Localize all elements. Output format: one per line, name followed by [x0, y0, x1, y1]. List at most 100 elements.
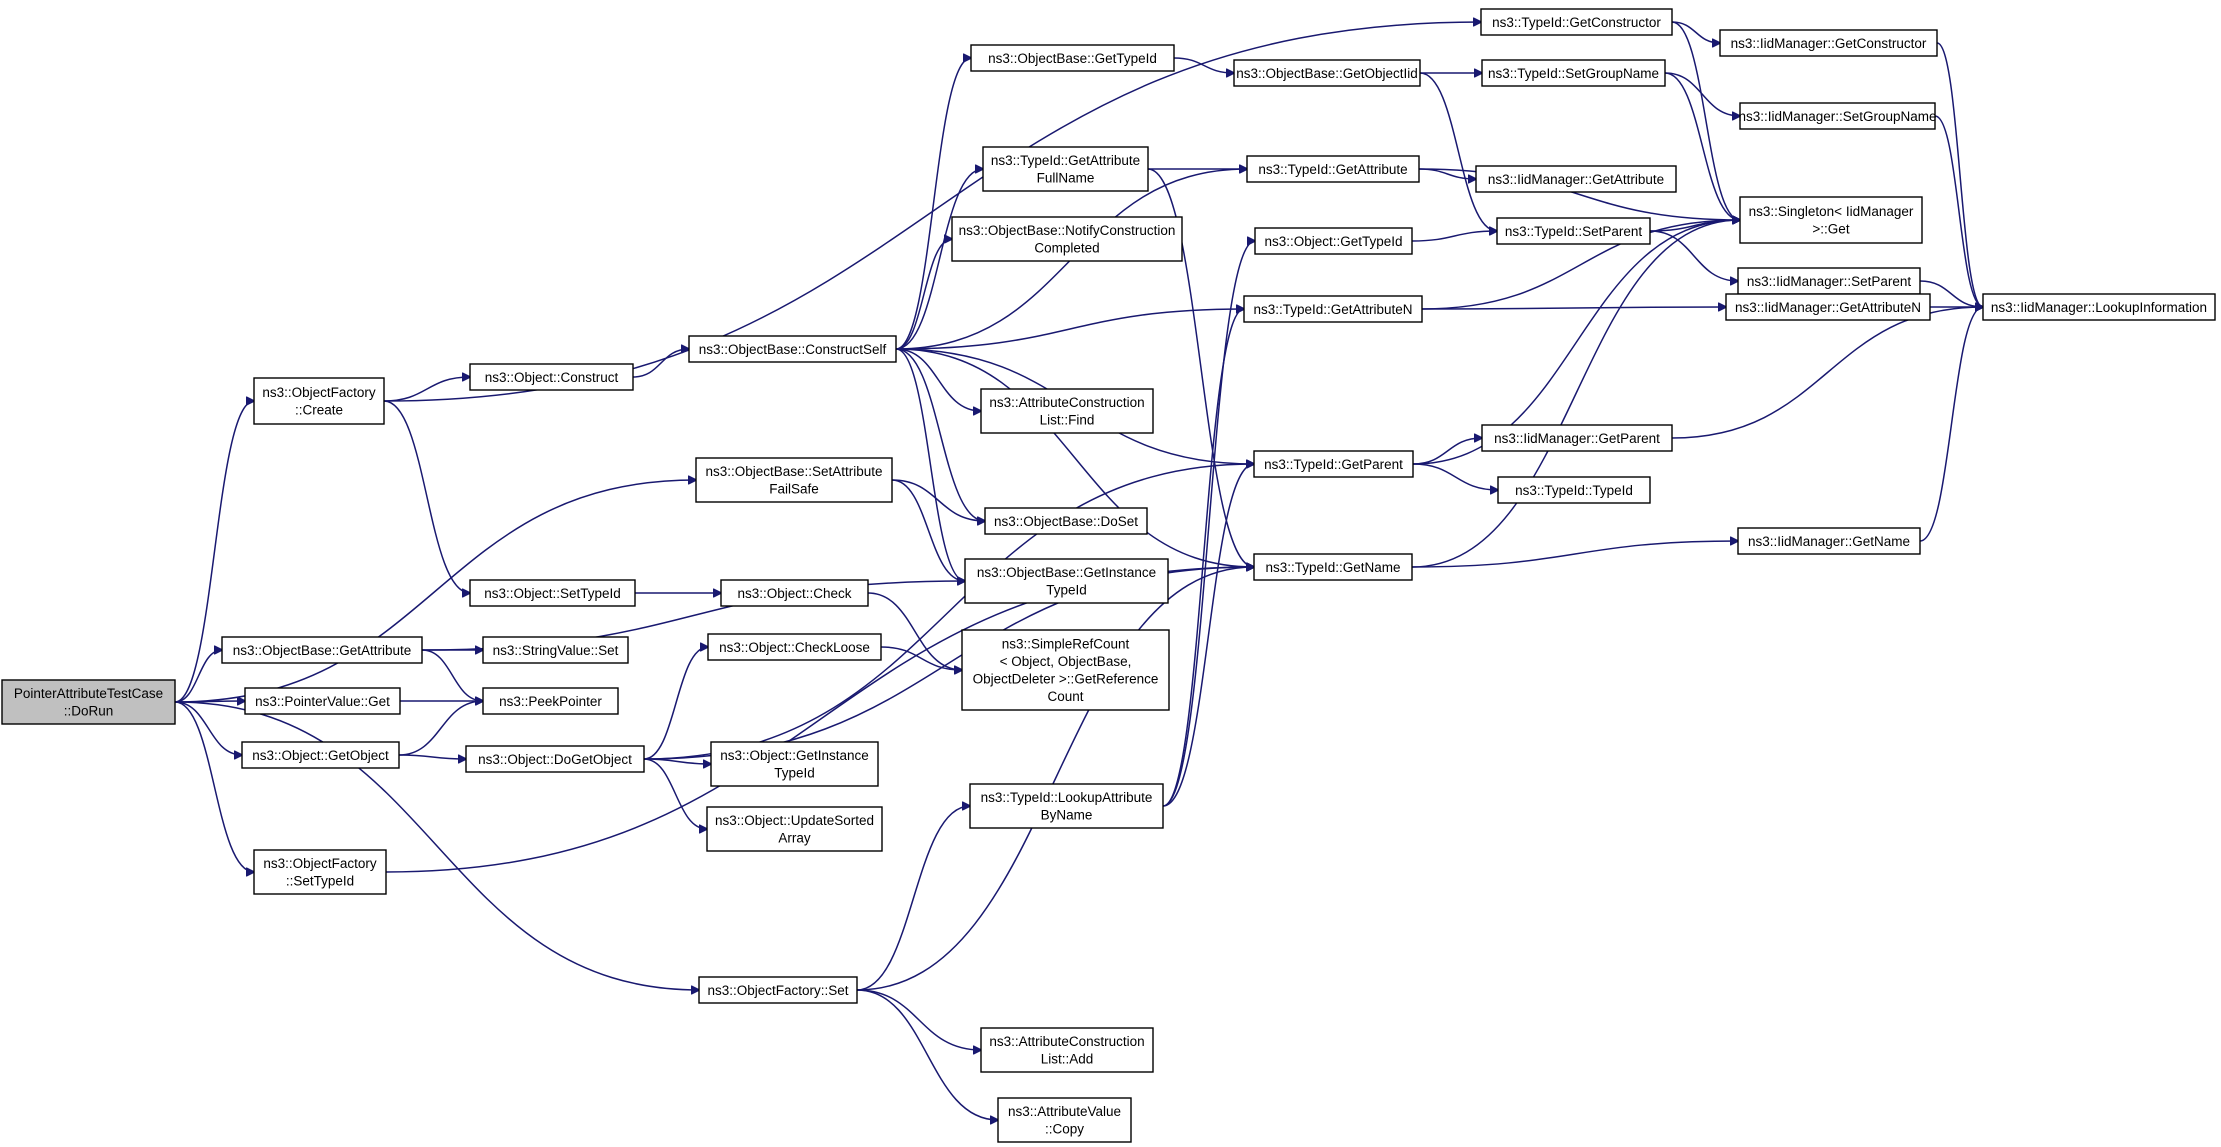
node-label: FailSafe — [769, 482, 819, 497]
edge-tid-getparent-to-singleton-get — [1412, 220, 1740, 465]
node-box — [1475, 165, 1677, 193]
edge-of-set-to-acl-add — [856, 989, 981, 1050]
node-label: FullName — [1037, 171, 1095, 186]
node-iid-lookupinfo[interactable]: ns3::IidManager::LookupInformation — [1982, 293, 2216, 321]
node-singleton-get[interactable]: ns3::Singleton< IidManager >::Get — [1739, 196, 1923, 244]
edge-obj-getobject-to-peekpointer — [398, 701, 483, 756]
edge-iid-getname-to-iid-lookupinfo — [1919, 307, 1983, 542]
edge-tid-getattribute-to-singleton-get — [1418, 168, 1740, 220]
node-label: ns3::TypeId::SetParent — [1505, 224, 1643, 239]
node-sv-set[interactable]: ns3::StringValue::Set — [482, 636, 629, 664]
node-ob-getattr[interactable]: ns3::ObjectBase::GetAttribute — [221, 636, 423, 664]
edge-ob-getobjectiid-to-tid-setparent — [1419, 72, 1497, 231]
node-iid-setgroupname[interactable]: ns3::IidManager::SetGroupName — [1738, 102, 1937, 130]
node-tid-getattribute[interactable]: ns3::TypeId::GetAttribute — [1246, 155, 1420, 183]
node-obj-checkloose[interactable]: ns3::Object::CheckLoose — [707, 633, 882, 661]
node-iid-getname[interactable]: ns3::IidManager::GetName — [1737, 527, 1921, 555]
node-ob-getobjectiid[interactable]: ns3::ObjectBase::GetObjectIid — [1233, 59, 1421, 87]
node-box — [244, 687, 401, 715]
edge-tid-lookupattr-to-tid-getattributen — [1162, 309, 1244, 807]
node-box — [707, 633, 882, 661]
node-iid-getparent[interactable]: ns3::IidManager::GetParent — [1481, 424, 1673, 452]
node-label: ns3::Object::GetInstance — [720, 748, 869, 763]
node-pv-get[interactable]: ns3::PointerValue::Get — [244, 687, 401, 715]
edge-root-to-of-set — [174, 701, 699, 990]
node-box — [1737, 527, 1921, 555]
node-box — [469, 363, 634, 391]
edge-root-to-of-settypeid — [174, 701, 254, 872]
node-label: ns3::IidManager::GetName — [1748, 534, 1910, 549]
node-label: ns3::ObjectFactory — [262, 385, 376, 400]
node-tid-setgroupname[interactable]: ns3::TypeId::SetGroupName — [1481, 59, 1666, 87]
node-label: List::Find — [1040, 413, 1095, 428]
node-box — [1719, 29, 1938, 57]
node-label: ns3::Singleton< IidManager — [1749, 204, 1914, 219]
node-box — [961, 629, 1170, 711]
edge-iid-getconstructor-to-iid-lookupinfo — [1936, 42, 1983, 307]
edge-ob-constructself-to-tid-getattributen — [895, 309, 1244, 350]
node-obj-gettypeid[interactable]: ns3::Object::GetTypeId — [1254, 227, 1413, 255]
node-ob-constructself[interactable]: ns3::ObjectBase::ConstructSelf — [688, 335, 897, 363]
edge-of-create-to-obj-settypeid — [383, 400, 470, 593]
node-obj-getobject[interactable]: ns3::Object::GetObject — [241, 741, 400, 769]
edge-ob-constructself-to-tid-getname — [895, 348, 1254, 567]
node-ob-gettypeid[interactable]: ns3::ObjectBase::GetTypeId — [970, 44, 1175, 72]
node-box — [1253, 553, 1413, 581]
node-box — [1481, 424, 1673, 452]
node-label: ns3::TypeId::GetAttribute — [1258, 162, 1407, 177]
node-iid-getattributen[interactable]: ns3::IidManager::GetAttributeN — [1725, 293, 1931, 321]
node-label: ns3::IidManager::SetParent — [1747, 274, 1912, 289]
node-obj-settypeid[interactable]: ns3::Object::SetTypeId — [469, 579, 636, 607]
node-box — [984, 507, 1148, 535]
node-label: ns3::AttributeValue — [1008, 1104, 1121, 1119]
node-label: ns3::TypeId::GetConstructor — [1492, 15, 1661, 30]
node-obj-check[interactable]: ns3::Object::Check — [720, 579, 869, 607]
node-obj-dogetobject[interactable]: ns3::Object::DoGetObject — [465, 745, 645, 773]
node-box — [698, 976, 858, 1004]
node-tid-setparent[interactable]: ns3::TypeId::SetParent — [1496, 217, 1651, 245]
node-box — [982, 146, 1149, 192]
node-iid-getconstructor[interactable]: ns3::IidManager::GetConstructor — [1719, 29, 1938, 57]
node-label: ns3::Object::Construct — [485, 370, 619, 385]
node-tid-getparent[interactable]: ns3::TypeId::GetParent — [1253, 450, 1414, 478]
node-iid-setparent[interactable]: ns3::IidManager::SetParent — [1737, 267, 1921, 295]
node-ob-notify[interactable]: ns3::ObjectBase::NotifyConstructionCompl… — [951, 216, 1183, 262]
node-tid-getconstructor[interactable]: ns3::TypeId::GetConstructor — [1480, 8, 1673, 36]
node-src[interactable]: ns3::SimpleRefCount< Object, ObjectBase,… — [961, 629, 1170, 711]
edge-tid-setparent-to-singleton-get — [1649, 220, 1740, 232]
node-label: ::SetTypeId — [286, 874, 354, 889]
edge-ob-setattr-to-ob-doset — [891, 479, 985, 521]
edge-obj-construct-to-ob-constructself — [632, 349, 689, 378]
edge-root-to-ob-getattr — [174, 650, 222, 703]
node-label: ns3::ObjectFactory::Set — [707, 983, 848, 998]
node-of-create[interactable]: ns3::ObjectFactory::Create — [253, 377, 385, 425]
node-label: ns3::TypeId::LookupAttribute — [981, 790, 1153, 805]
node-root[interactable]: PointerAttributeTestCase::DoRun — [1, 679, 176, 725]
node-of-settypeid[interactable]: ns3::ObjectFactory::SetTypeId — [253, 849, 387, 895]
edge-of-create-to-obj-construct — [383, 377, 470, 402]
node-obj-construct[interactable]: ns3::Object::Construct — [469, 363, 634, 391]
node-tid-getattributen[interactable]: ns3::TypeId::GetAttributeN — [1243, 295, 1423, 323]
node-av-copy[interactable]: ns3::AttributeValue::Copy — [997, 1097, 1132, 1143]
edge-tid-setgroupname-to-iid-setgroupname — [1664, 72, 1740, 116]
edge-tid-getparent-to-tid-typeid — [1412, 463, 1498, 490]
node-tid-typeid[interactable]: ns3::TypeId::TypeId — [1497, 476, 1651, 504]
edge-obj-getobject-to-obj-dogetobject — [398, 754, 466, 759]
node-tid-getname[interactable]: ns3::TypeId::GetName — [1253, 553, 1413, 581]
edge-tid-setgroupname-to-singleton-get — [1664, 72, 1740, 220]
node-peekpointer[interactable]: ns3::PeekPointer — [482, 687, 619, 715]
node-of-set[interactable]: ns3::ObjectFactory::Set — [698, 976, 858, 1004]
node-ob-doset[interactable]: ns3::ObjectBase::DoSet — [984, 507, 1148, 535]
node-iid-getattribute[interactable]: ns3::IidManager::GetAttribute — [1475, 165, 1677, 193]
node-label: ns3::Object::SetTypeId — [484, 586, 621, 601]
edge-ob-constructself-to-ob-getinstancetypeid — [895, 348, 965, 581]
